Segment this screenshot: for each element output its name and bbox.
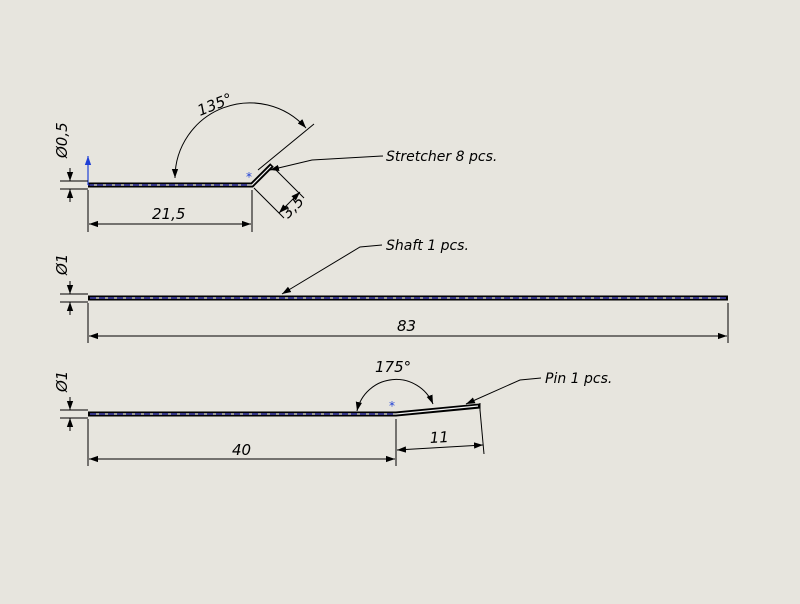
pin-note: Pin 1 pcs. — [545, 371, 612, 387]
stretcher-wire — [88, 163, 274, 188]
pin-bend-marker-icon: * — [389, 399, 395, 413]
pin-diameter-label: Ø1 — [53, 371, 71, 393]
shaft-note: Shaft 1 pcs. — [386, 238, 469, 254]
shaft-length-label: 83 — [397, 317, 416, 335]
pin-bend-length-label: 11 — [429, 428, 449, 447]
shaft-diameter-label: Ø1 — [53, 254, 71, 276]
stretcher-note: Stretcher 8 pcs. — [386, 149, 497, 165]
pin-length-label: 40 — [232, 441, 251, 459]
pin-angle-label: 175° — [375, 358, 411, 376]
stretcher-angle-label: 135° — [195, 89, 235, 119]
stretcher-length-label: 21,5 — [152, 205, 185, 223]
pin-wire — [88, 403, 481, 417]
stretcher-view: * Ø0,5 21,5 135° 3,5 Stretcher 8 pcs. — [53, 89, 497, 232]
bend-point-marker-icon: * — [246, 170, 252, 184]
stretcher-diameter-label: Ø0,5 — [53, 122, 71, 159]
shaft-view: Ø1 83 Shaft 1 pcs. — [53, 238, 729, 343]
pin-view: * Ø1 175° 40 11 Pin 1 pcs. — [53, 358, 612, 466]
